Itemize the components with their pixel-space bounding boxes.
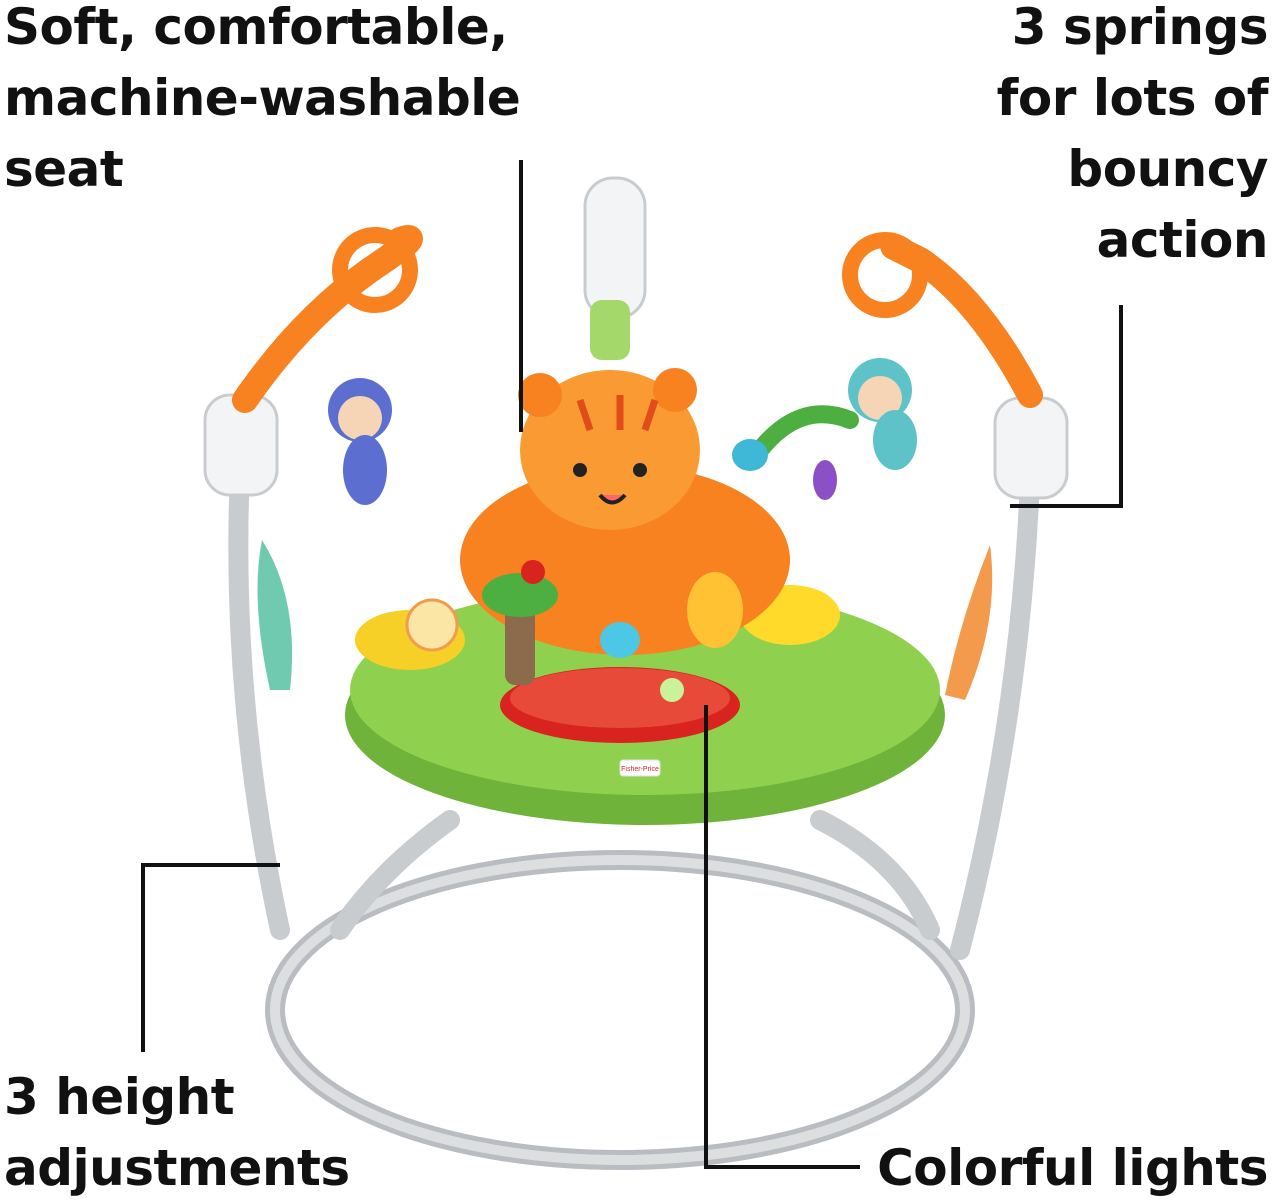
callout-text: Soft, comfortable, [4,0,508,56]
callout-text: for lots of [996,69,1269,127]
callout-line-height [141,863,280,1052]
callout-text: seat [4,140,124,198]
callout-line-springs [1010,305,1123,508]
callout-lights: Colorful lights [877,1133,1268,1204]
callout-text: 3 springs [1011,0,1269,56]
callout-line-lights [704,705,860,1169]
spring-covers [257,540,993,700]
brand-logo: Fisher-Price [621,766,659,773]
frame-legs [228,460,1040,960]
spring-housings [203,176,1069,500]
callout-height: 3 height adjustments [4,1062,350,1204]
toy-arches [232,225,1043,459]
callout-seat: Soft, comfortable, machine-washable seat [4,0,521,205]
callout-text: Colorful lights [877,1139,1268,1197]
callout-text: 3 height [4,1068,235,1126]
light-up-toy-panel [482,560,743,743]
callout-text: machine-washable [4,69,521,127]
callout-springs: 3 springs for lots of bouncy action [996,0,1269,276]
callout-text: action [1096,211,1269,269]
base-ring [265,850,975,1170]
callout-text: bouncy [1067,140,1268,198]
monkey-toys [328,358,917,505]
callout-text: adjustments [4,1139,350,1197]
callout-lines [141,160,1123,1169]
